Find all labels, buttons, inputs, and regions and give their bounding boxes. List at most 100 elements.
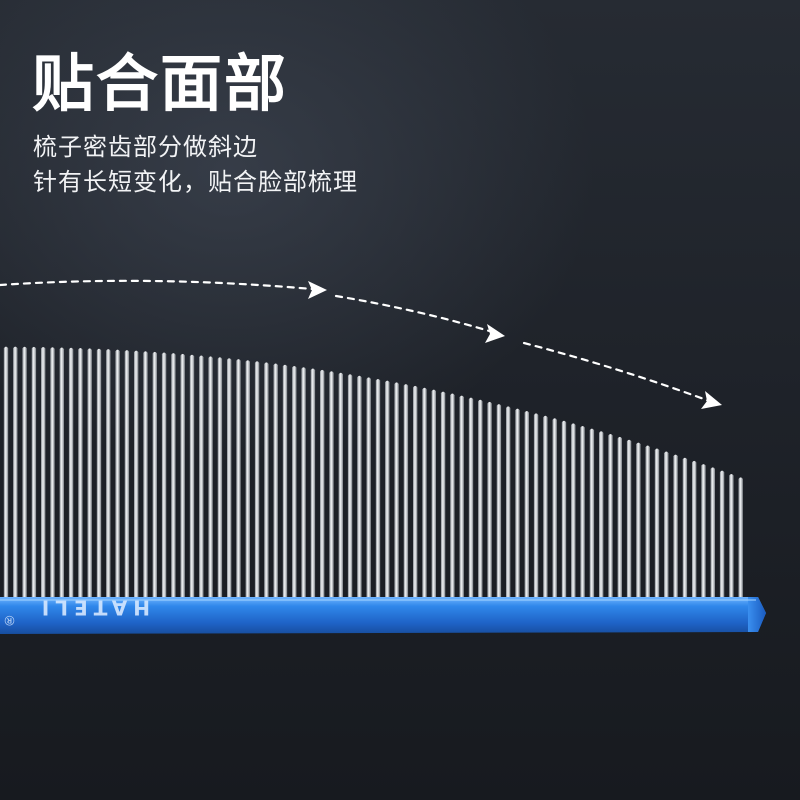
headline: 贴合面部 bbox=[32, 47, 289, 120]
comb-tine bbox=[87, 348, 92, 598]
comb-tines bbox=[3, 346, 743, 598]
comb-tine bbox=[320, 369, 325, 598]
comb-tine bbox=[394, 382, 399, 598]
comb-tine bbox=[13, 346, 18, 598]
comb-tine bbox=[701, 464, 706, 598]
comb-tine bbox=[78, 348, 83, 598]
comb-tine bbox=[552, 418, 557, 598]
brand-mark: HATELI bbox=[36, 596, 150, 620]
comb-tine bbox=[413, 385, 418, 598]
comb-tine bbox=[533, 413, 539, 598]
comb-tine bbox=[543, 415, 548, 598]
comb-tine bbox=[589, 428, 595, 598]
comb-tine bbox=[524, 410, 529, 598]
description: 梳子密齿部分做斜边 针有长短变化，贴合脸部梳理 bbox=[33, 130, 358, 200]
comb-tine bbox=[645, 445, 650, 598]
comb-tine bbox=[329, 371, 334, 598]
comb-tine bbox=[273, 363, 278, 598]
description-line-1: 梳子密齿部分做斜边 bbox=[33, 133, 258, 161]
comb-tine bbox=[422, 387, 427, 598]
comb-tine bbox=[682, 457, 688, 598]
arrow-head-3 bbox=[701, 391, 722, 409]
comb-tine bbox=[115, 349, 120, 598]
comb-tine bbox=[310, 368, 316, 598]
comb-tine bbox=[599, 431, 604, 598]
comb-tine bbox=[719, 470, 725, 598]
comb-tine bbox=[636, 442, 641, 598]
comb-tine bbox=[68, 347, 74, 598]
comb-tine bbox=[608, 434, 613, 598]
comb-tine bbox=[152, 351, 157, 598]
comb-tine bbox=[506, 406, 511, 598]
comb-tine bbox=[571, 423, 576, 598]
comb-tine bbox=[654, 448, 660, 598]
handle-highlight bbox=[0, 599, 756, 601]
comb-tine bbox=[22, 346, 27, 598]
comb-tine bbox=[41, 347, 46, 598]
comb-tine bbox=[729, 473, 734, 598]
comb-tine bbox=[403, 384, 409, 598]
comb-tine bbox=[478, 399, 483, 598]
arrow-head-1 bbox=[308, 281, 327, 299]
comb-tine bbox=[385, 380, 390, 598]
comb-tine bbox=[245, 360, 250, 598]
comb-tine bbox=[301, 367, 306, 598]
comb-tine bbox=[227, 358, 232, 598]
comb-tine bbox=[171, 353, 176, 598]
comb-tine bbox=[96, 348, 102, 598]
comb-tine bbox=[199, 355, 204, 598]
comb-tine bbox=[134, 350, 139, 598]
comb-tine bbox=[3, 346, 9, 598]
registered-mark: ® bbox=[3, 612, 16, 627]
comb-tine bbox=[738, 477, 743, 598]
description-line-2: 针有长短变化，贴合脸部梳理 bbox=[33, 168, 358, 196]
comb-tine bbox=[180, 353, 185, 598]
comb-tine bbox=[59, 347, 64, 598]
comb-tine bbox=[50, 347, 55, 598]
arrow-heads bbox=[308, 281, 722, 409]
comb-tine bbox=[292, 365, 297, 598]
curve-arrows bbox=[0, 279, 714, 404]
comb-tine bbox=[143, 351, 148, 598]
comb-tine bbox=[375, 378, 381, 598]
comb-tine bbox=[561, 420, 567, 598]
arrow-head-2 bbox=[485, 324, 505, 343]
brand-text: HATELI bbox=[36, 596, 150, 620]
comb-handle: HATELI ® bbox=[0, 596, 766, 634]
handle-bar bbox=[0, 597, 766, 634]
comb-tine bbox=[217, 357, 223, 598]
comb-tine bbox=[31, 346, 37, 598]
comb-tine bbox=[440, 391, 446, 598]
comb-tine bbox=[254, 361, 260, 598]
comb-tine bbox=[673, 454, 678, 598]
comb-tine bbox=[459, 395, 464, 598]
comb-tine bbox=[189, 354, 195, 598]
comb-tine bbox=[366, 377, 371, 598]
comb-tine bbox=[515, 408, 520, 598]
arrow-segment-1 bbox=[0, 279, 314, 291]
arrow-segment-3 bbox=[522, 341, 714, 404]
comb-tine bbox=[664, 451, 669, 598]
comb-tine bbox=[282, 364, 288, 598]
comb-tine bbox=[580, 425, 585, 598]
comb-tine bbox=[496, 404, 502, 598]
comb-tine bbox=[450, 393, 455, 598]
comb-tine bbox=[431, 389, 436, 598]
arrow-segment-2 bbox=[334, 294, 498, 335]
comb-tine bbox=[347, 374, 353, 598]
comb-tine bbox=[161, 352, 167, 598]
comb-tine bbox=[236, 359, 241, 598]
comb-tine bbox=[106, 349, 111, 598]
comb-tine bbox=[468, 397, 474, 598]
comb-tine bbox=[208, 356, 213, 598]
comb-tine bbox=[338, 372, 343, 598]
comb-tine bbox=[357, 375, 362, 598]
comb-tine bbox=[617, 436, 622, 598]
comb-tine bbox=[264, 362, 269, 598]
comb-tine bbox=[124, 350, 130, 598]
comb-tine bbox=[710, 467, 715, 598]
comb-tine bbox=[692, 460, 697, 598]
comb-tine bbox=[626, 439, 632, 598]
